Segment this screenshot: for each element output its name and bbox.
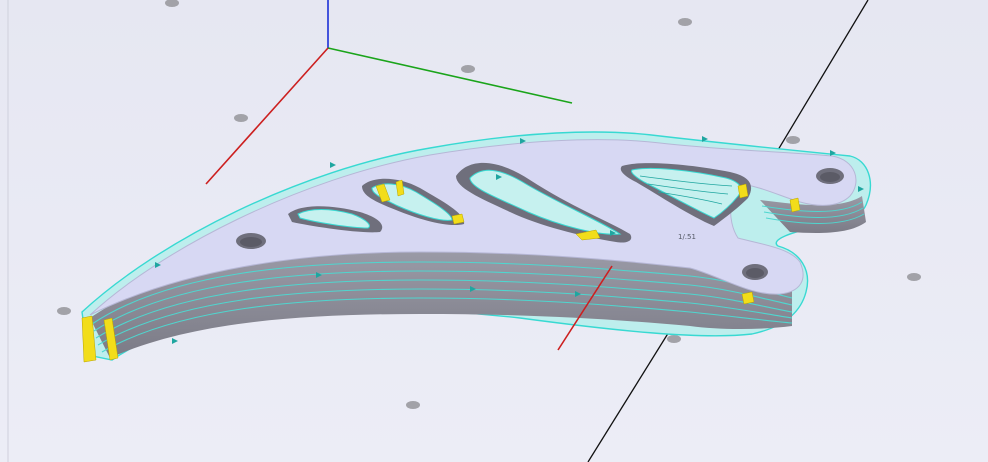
- fixture-pin-icon: [165, 0, 179, 7]
- part-holes: [236, 168, 844, 280]
- y-axis-line: [327, 47, 573, 104]
- coordinate-readout: 1/.51: [678, 233, 696, 241]
- part-side-wall-right-upper: [760, 196, 866, 233]
- fixture-pin-icon: [461, 65, 475, 73]
- fixture-pins: [57, 0, 921, 409]
- pocket-small-toolpath: [297, 209, 370, 229]
- toolpath-step-lines: [91, 261, 793, 353]
- part-pockets: [288, 162, 752, 243]
- pocket-right-toolpath: [631, 167, 742, 219]
- fixture-pin-icon: [57, 307, 71, 315]
- entry-markers: [81, 179, 801, 363]
- x-axis-overlay: [557, 265, 613, 351]
- x-axis-line: [205, 47, 329, 185]
- fixture-pin-icon: [786, 136, 800, 144]
- fixture-pin-icon: [678, 18, 692, 26]
- fixture-pin-icon: [667, 335, 681, 343]
- fixture-pin-icon: [406, 401, 420, 409]
- xyz-axis-icon[interactable]: [205, 0, 573, 185]
- toolpath-direction-arrows: [155, 136, 864, 344]
- pocket-large-toolpath: [469, 169, 622, 235]
- fixture-pin-icon: [907, 273, 921, 281]
- machined-part[interactable]: [81, 131, 871, 363]
- fixture-pin-icon: [234, 114, 248, 122]
